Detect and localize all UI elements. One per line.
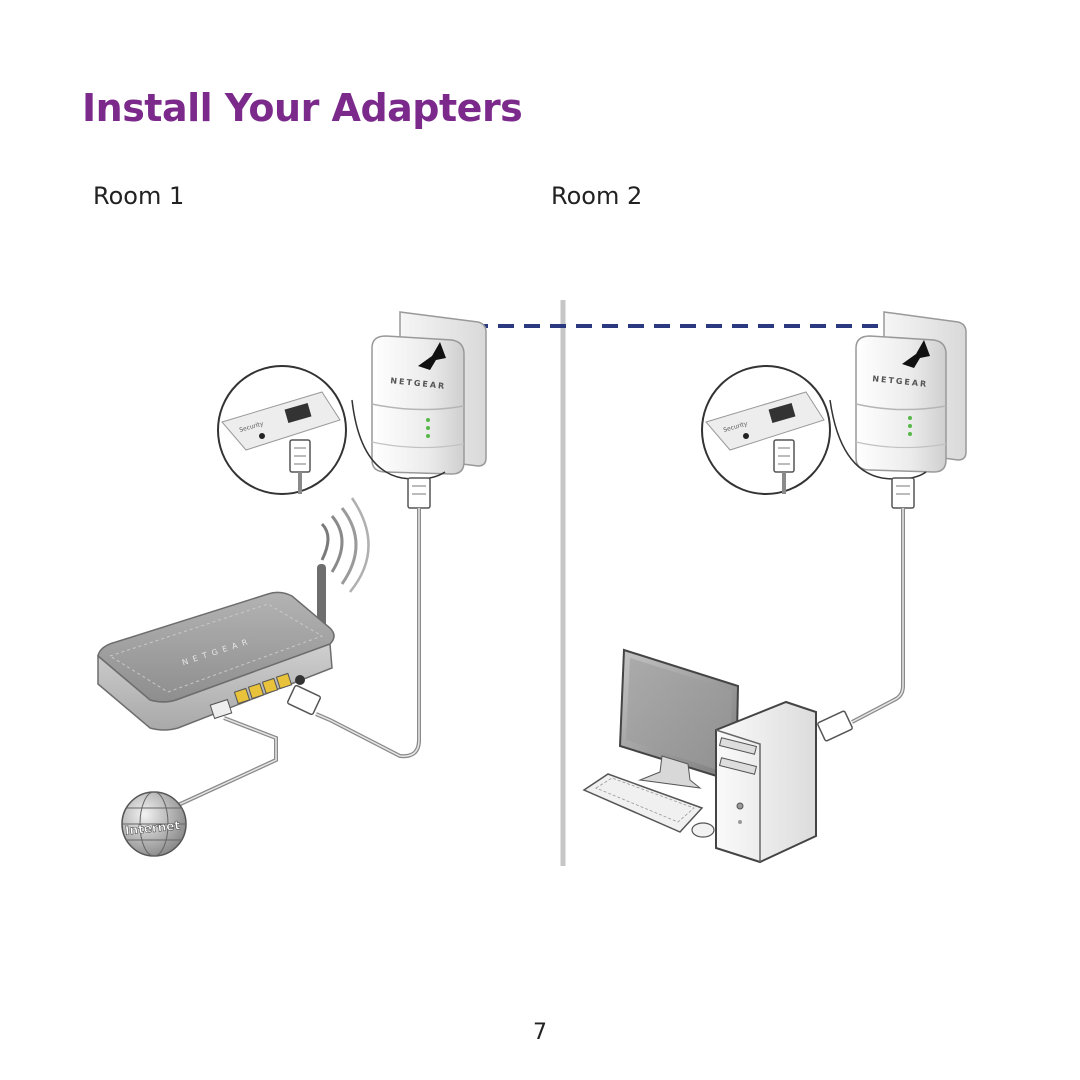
ethernet-plug-icon <box>891 477 915 509</box>
ethernet-cable-adapter-to-computer <box>817 477 915 742</box>
internet-connection: Internet <box>121 716 278 857</box>
keyboard <box>582 773 704 833</box>
ethernet-led-icon <box>426 426 430 430</box>
power-led-icon <box>908 416 912 420</box>
security-button-icon <box>259 433 265 439</box>
wifi-signal-icon <box>320 522 330 561</box>
plug-in-arrow-icon <box>902 340 930 368</box>
security-button-icon <box>743 433 749 439</box>
plug-in-arrow-icon <box>418 342 446 370</box>
ethernet-cable-adapter-to-router <box>286 477 431 759</box>
wireless-router: NETGEAR <box>97 497 370 731</box>
router-lan-port-1 <box>233 687 251 705</box>
adapter-seam <box>371 403 465 411</box>
powerline-led-icon <box>908 432 912 436</box>
ethernet-port-callout-room-1: Security <box>217 365 446 495</box>
router-lan-port-2 <box>247 682 265 700</box>
computer-tower <box>715 700 817 864</box>
ethernet-led-icon <box>908 424 912 428</box>
ethernet-port-callout-room-2: Security <box>701 365 927 495</box>
adapter-body <box>371 335 465 475</box>
adapter-seam-lower <box>371 441 465 449</box>
room-1-label: Room 1 <box>93 182 185 210</box>
optical-drive <box>718 737 758 755</box>
page-number: 7 <box>533 1020 547 1045</box>
ethernet-plug-icon <box>407 477 431 509</box>
router-wan-port <box>209 698 233 720</box>
room-2-label: Room 2 <box>551 182 643 210</box>
powerline-adapter-room-1: NETGEAR <box>371 311 487 475</box>
powerline-adapter-room-2: NETGEAR <box>855 311 967 473</box>
ethernet-port-icon <box>284 402 312 424</box>
page-title: Install Your Adapters <box>82 86 523 130</box>
ethernet-plug-icon <box>286 684 322 716</box>
monitor-stand <box>638 755 702 789</box>
internet-globe-label: Internet <box>124 818 181 838</box>
router-lan-port-3 <box>261 677 279 695</box>
adapter-bottom-face <box>221 391 341 451</box>
router-lan-port-4 <box>275 672 293 690</box>
tower-power-button-icon <box>736 802 744 810</box>
ethernet-port-icon <box>768 402 796 424</box>
powerline-led-icon <box>426 434 430 438</box>
router-front-panel <box>97 642 333 731</box>
adapter-body <box>855 335 947 473</box>
ethernet-plug-icon <box>817 710 853 742</box>
mouse <box>691 822 715 838</box>
adapter-bottom-face <box>705 391 825 451</box>
power-led-icon <box>426 418 430 422</box>
desktop-computer <box>582 648 817 864</box>
floppy-drive <box>718 757 758 775</box>
router-power-jack <box>295 675 305 685</box>
